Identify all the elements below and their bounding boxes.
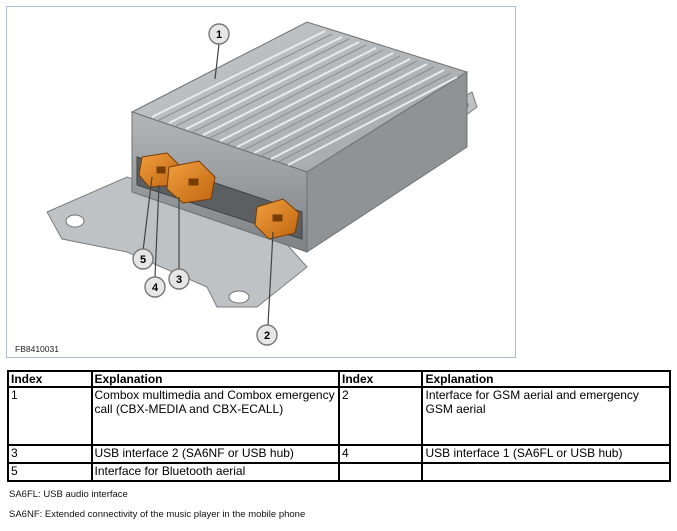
callout-5: 5 <box>132 248 154 270</box>
callout-1: 1 <box>208 23 230 45</box>
header-index-2: Index <box>337 370 424 388</box>
table-header-row: Index Explanation Index Explanation <box>7 370 671 388</box>
callout-3-label: 3 <box>176 274 182 286</box>
cell-explanation <box>421 462 671 482</box>
callout-4-label: 4 <box>152 282 159 294</box>
cell-index: 4 <box>337 444 424 464</box>
cell-index: 1 <box>7 386 93 446</box>
cell-index: 5 <box>7 462 93 482</box>
cell-explanation: USB interface 2 (SA6NF or USB hub) <box>90 444 340 464</box>
callout-4: 4 <box>144 276 166 298</box>
cell-index: 2 <box>337 386 424 446</box>
table-row: 3 USB interface 2 (SA6NF or USB hub) 4 U… <box>7 444 671 464</box>
cell-explanation: Combox multimedia and Combox emergency c… <box>90 386 340 446</box>
legend-table: Index Explanation Index Explanation 1 Co… <box>7 370 671 482</box>
leader-lines <box>142 43 274 326</box>
callout-2-label: 2 <box>264 330 270 342</box>
cooling-fins <box>151 30 458 166</box>
footnote-sa6fl: SA6FL: USB audio interface <box>9 489 128 500</box>
figure-code: FB8410031 <box>15 344 59 354</box>
cell-index <box>337 462 424 482</box>
combox-module-drawing: 1 2 3 4 5 <box>46 21 478 346</box>
footnote-sa6nf: SA6NF: Extended connectivity of the musi… <box>9 509 306 520</box>
table-row: 1 Combox multimedia and Combox emergency… <box>7 386 671 446</box>
connector-plugs <box>138 152 300 240</box>
callout-5-label: 5 <box>140 254 146 266</box>
cell-explanation: USB interface 1 (SA6FL or USB hub) <box>421 444 671 464</box>
callout-2: 2 <box>256 324 278 346</box>
header-explanation-1: Explanation <box>90 370 340 388</box>
table-row: 5 Interface for Bluetooth aerial <box>7 462 671 482</box>
callout-3: 3 <box>168 268 190 290</box>
header-index-1: Index <box>7 370 93 388</box>
component-illustration: 1 2 3 4 5 FB8410031 <box>6 6 516 358</box>
callout-1-label: 1 <box>216 29 222 41</box>
header-explanation-2: Explanation <box>421 370 671 388</box>
cell-index: 3 <box>7 444 93 464</box>
cell-explanation: Interface for GSM aerial and emergency G… <box>421 386 671 446</box>
cell-explanation: Interface for Bluetooth aerial <box>90 462 340 482</box>
